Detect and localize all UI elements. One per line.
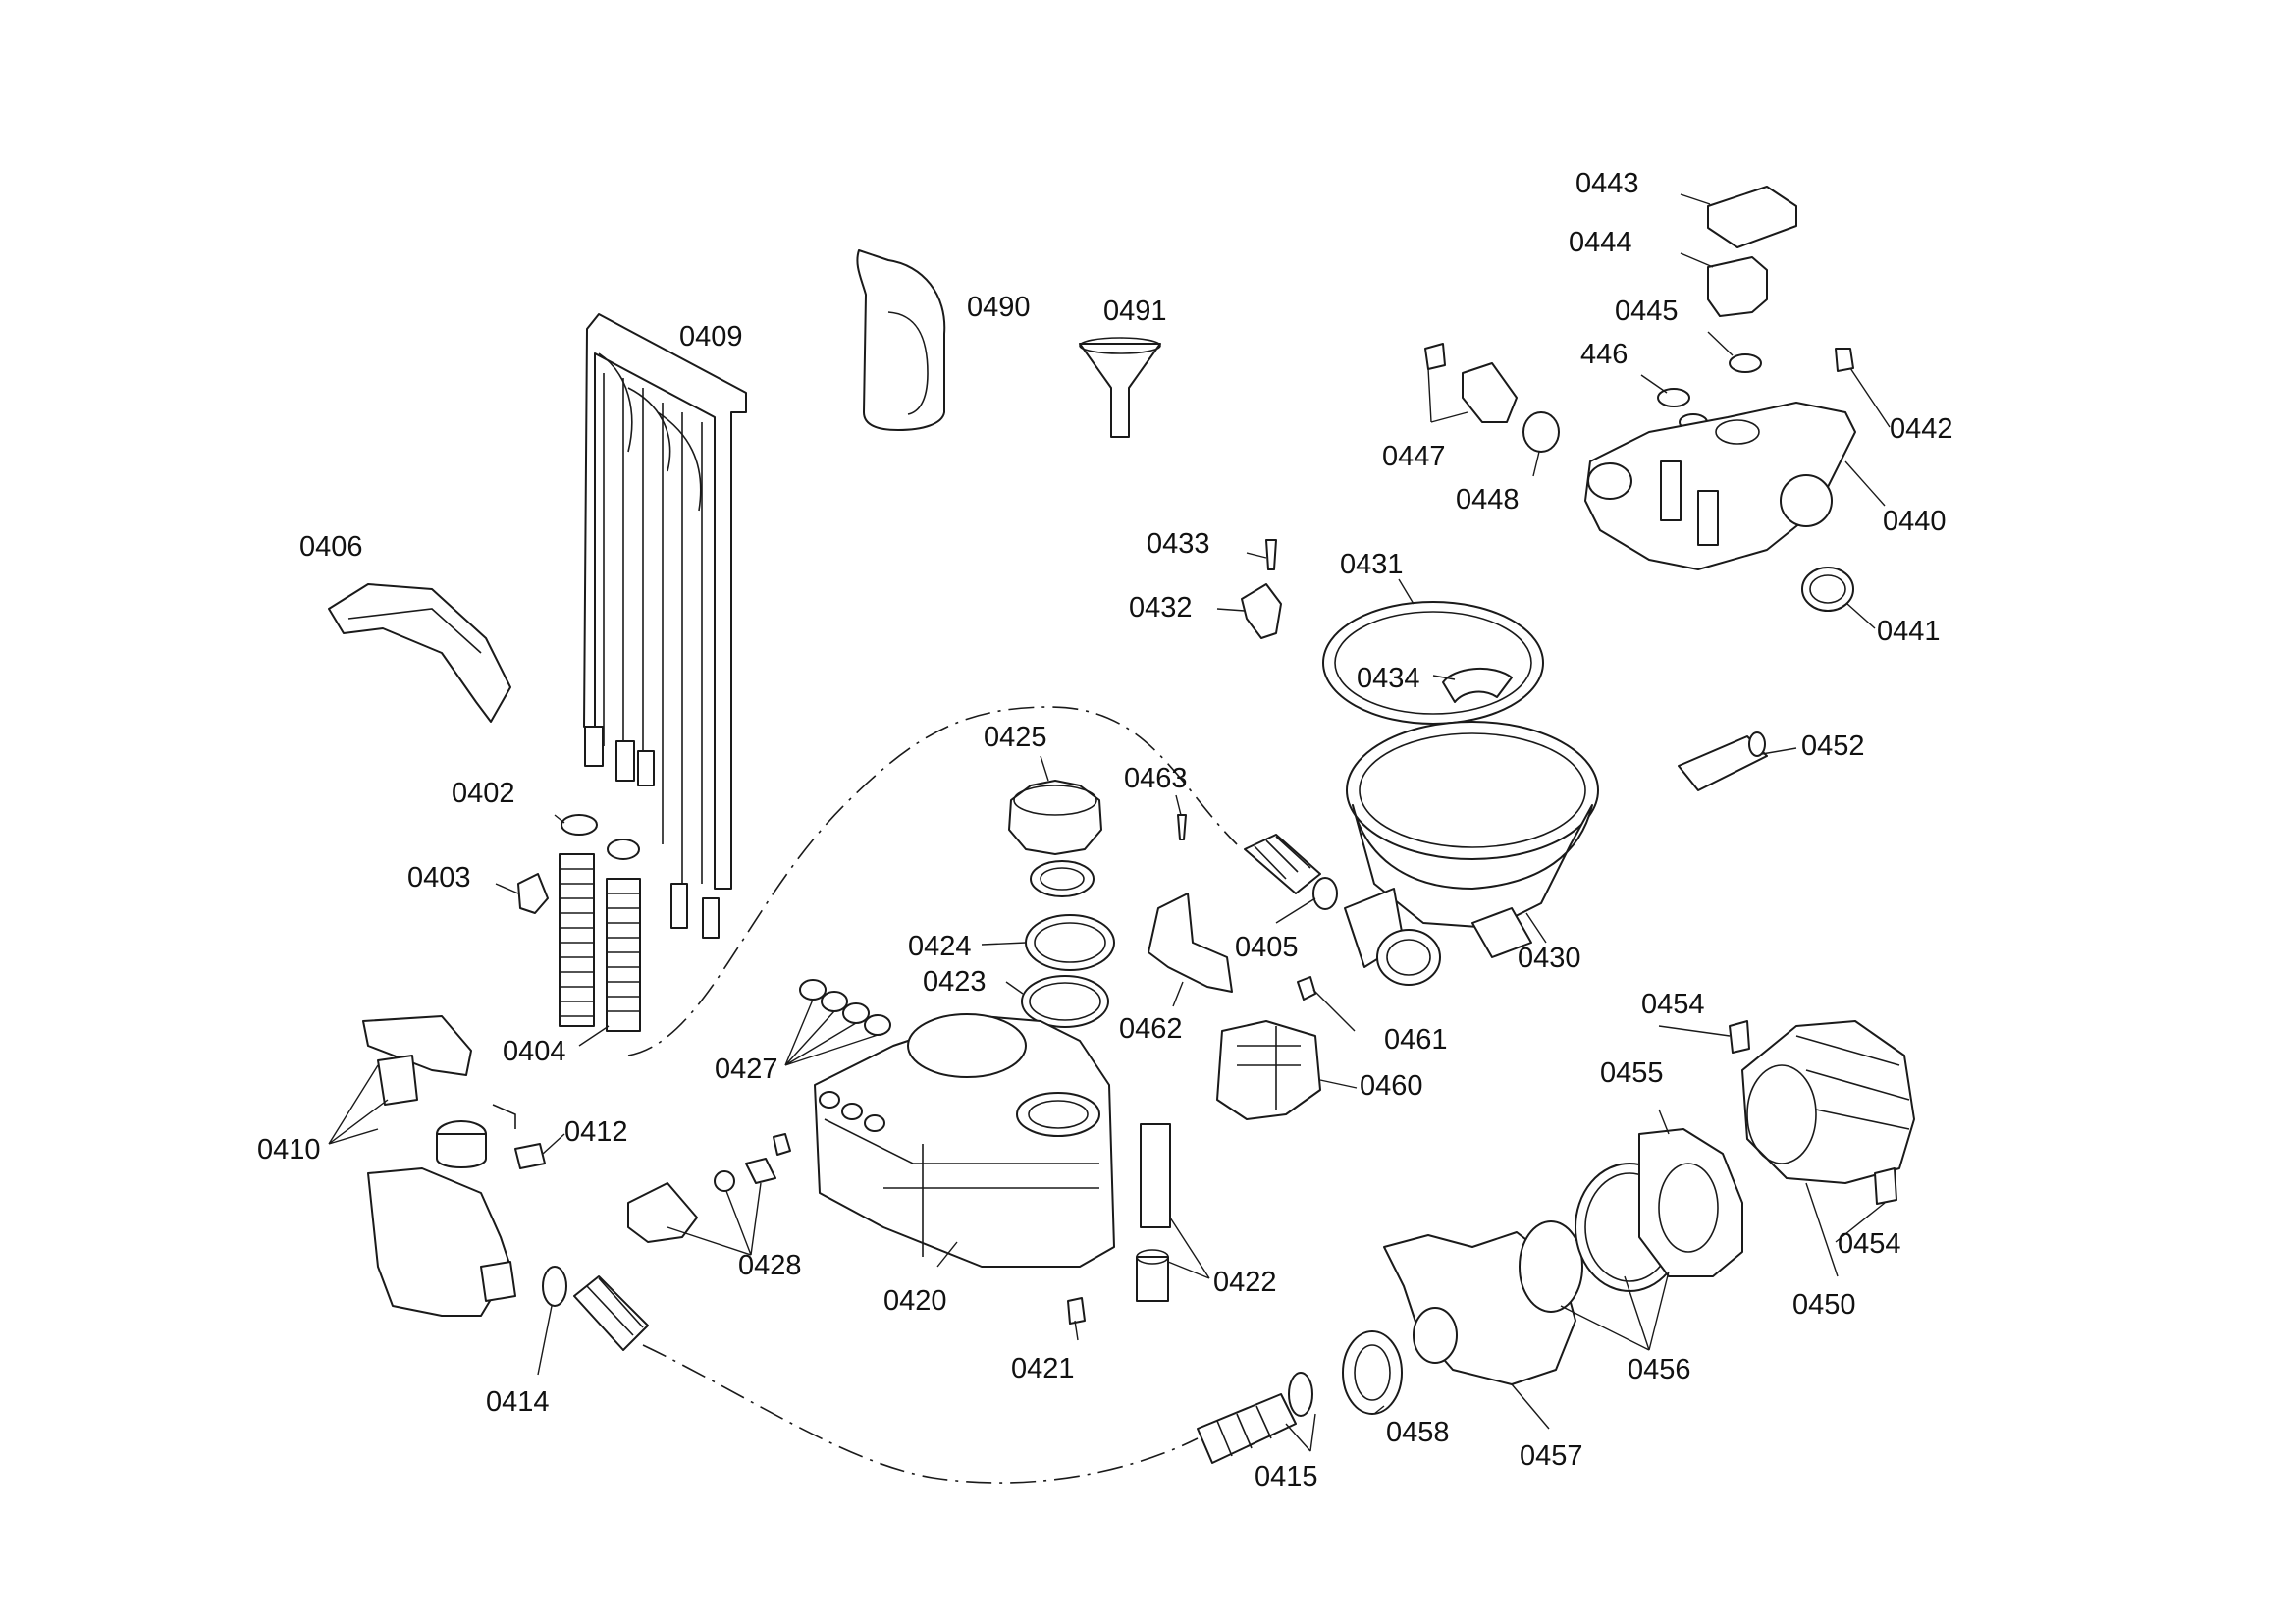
part-0450-motor	[1741, 1020, 1915, 1184]
label-0421: 0421	[1011, 1353, 1075, 1384]
label-0402: 0402	[452, 778, 515, 809]
part-0415-hose	[1197, 1372, 1313, 1464]
label-0454b: 0454	[1838, 1228, 1901, 1260]
label-0423: 0423	[923, 966, 987, 998]
label-0433: 0433	[1147, 528, 1210, 560]
part-0409-pipe-assembly	[583, 313, 747, 939]
part-0430-sump	[1344, 721, 1599, 986]
part-0420-water-softener	[814, 1013, 1115, 1268]
part-0462-bracket	[1148, 893, 1233, 993]
leader-lines	[328, 193, 1891, 1452]
part-0445-seal	[1729, 353, 1762, 373]
label-0447: 0447	[1382, 441, 1446, 472]
part-0402-seals	[561, 814, 640, 860]
label-0448: 0448	[1456, 484, 1520, 515]
label-0432: 0432	[1129, 592, 1193, 623]
part-0404-corrugated-hoses	[559, 853, 641, 1032]
label-0444: 0444	[1569, 227, 1632, 258]
label-0409: 0409	[679, 321, 743, 352]
part-0412-clip	[492, 1104, 546, 1169]
label-0422: 0422	[1213, 1267, 1277, 1298]
part-0452-heater-element	[1678, 731, 1768, 791]
label-0406: 0406	[299, 531, 363, 563]
label-0460: 0460	[1360, 1070, 1423, 1102]
part-0410-aquastop-assembly	[362, 1015, 516, 1317]
label-0427: 0427	[715, 1054, 778, 1085]
part-0427-caps	[799, 979, 891, 1036]
part-0441-hose-clamp	[1801, 567, 1854, 612]
label-0458: 0458	[1386, 1417, 1450, 1448]
label-0404: 0404	[503, 1036, 566, 1067]
label-0405: 0405	[1235, 932, 1299, 963]
label-0412: 0412	[564, 1116, 628, 1148]
label-0441: 0441	[1877, 616, 1941, 647]
part-0432-clip	[1241, 583, 1282, 639]
part-0454-clips	[1729, 1020, 1897, 1205]
part-0448-o-ring	[1522, 411, 1560, 453]
part-labels: 0409 0490 0491 0443 0444 0445 446 0442 0…	[257, 168, 1953, 1492]
label-0457: 0457	[1520, 1440, 1583, 1472]
part-0440-valve-assembly	[1584, 402, 1856, 570]
label-0456: 0456	[1628, 1354, 1691, 1385]
label-0445: 0445	[1615, 296, 1679, 327]
label-0420: 0420	[883, 1285, 947, 1317]
connection-lines	[627, 706, 1238, 1484]
label-0403: 0403	[407, 862, 471, 893]
label-0491: 0491	[1103, 296, 1167, 327]
label-0450: 0450	[1792, 1289, 1856, 1321]
part-0443-cover	[1707, 186, 1797, 248]
label-0410: 0410	[257, 1134, 321, 1165]
part-0423-seal	[1021, 975, 1109, 1028]
part-0403-clip	[517, 873, 549, 914]
part-0460-pump-module	[1216, 1020, 1321, 1120]
label-0440: 0440	[1883, 506, 1947, 537]
label-0463: 0463	[1124, 763, 1188, 794]
part-0434-flap	[1442, 667, 1513, 703]
part-0461-clip	[1297, 976, 1316, 1001]
part-0447-sensor	[1424, 343, 1518, 423]
label-0452: 0452	[1801, 731, 1865, 762]
label-0431: 0431	[1340, 549, 1404, 580]
part-0455-pump-cover	[1638, 1128, 1743, 1277]
label-0442: 0442	[1890, 413, 1953, 445]
part-0491-funnel	[1079, 337, 1161, 438]
label-0428: 0428	[738, 1250, 802, 1281]
part-0406-cover	[328, 583, 511, 723]
part-0463-screw	[1177, 814, 1187, 840]
label-0455: 0455	[1600, 1057, 1664, 1089]
label-0415: 0415	[1255, 1461, 1318, 1492]
part-0424-ring	[1025, 860, 1115, 971]
label-0454a: 0454	[1641, 989, 1705, 1020]
label-446: 446	[1580, 339, 1628, 370]
part-0458-seal	[1342, 1330, 1403, 1415]
label-0462: 0462	[1119, 1013, 1183, 1045]
part-0444-connector	[1707, 256, 1768, 317]
part-0490-filling-jug	[856, 249, 946, 431]
label-0434: 0434	[1357, 663, 1420, 694]
part-0405-hose	[1244, 834, 1338, 910]
part-0425-cap	[1008, 780, 1102, 855]
part-0414-hose	[542, 1266, 649, 1351]
part-0428-valve	[627, 1133, 791, 1243]
label-0443: 0443	[1575, 168, 1639, 199]
label-0414: 0414	[486, 1386, 550, 1418]
label-0490: 0490	[967, 292, 1031, 323]
label-0425: 0425	[984, 722, 1047, 753]
part-0433-screw	[1265, 539, 1277, 570]
label-0430: 0430	[1518, 943, 1581, 974]
label-0424: 0424	[908, 931, 972, 962]
part-0422-float	[1136, 1123, 1171, 1302]
part-0421-clip	[1067, 1297, 1086, 1325]
label-0461: 0461	[1384, 1024, 1448, 1056]
part-0442-clip	[1835, 348, 1854, 372]
